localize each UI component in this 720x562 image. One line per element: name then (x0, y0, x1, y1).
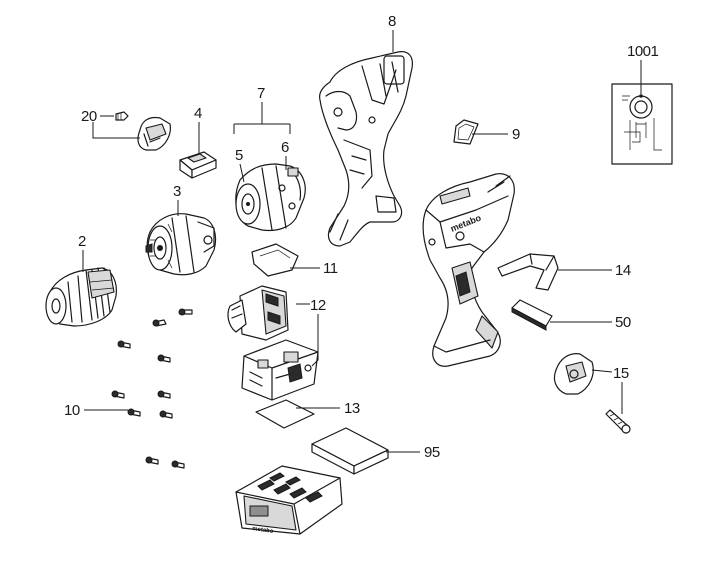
screw (157, 354, 171, 363)
battery-pack: metabo (235, 465, 343, 535)
part-12-trigger-switch (227, 285, 289, 341)
housing-right-half: metabo (422, 173, 515, 367)
screw (127, 408, 141, 417)
part-3-gearbox (145, 213, 217, 276)
callout-10: 10 (64, 402, 80, 419)
part-5-6-motor (235, 163, 306, 232)
callout-7: 7 (257, 85, 265, 102)
callout-4: 4 (194, 105, 202, 122)
part-12-electronics-board (241, 339, 319, 401)
callout-13: 13 (344, 400, 360, 417)
part-2-chuck (45, 267, 117, 327)
callout-14: 14 (615, 262, 631, 279)
screw (171, 460, 185, 469)
part-13-film (255, 399, 315, 429)
screw (145, 456, 159, 465)
battery-brand-text: metabo (252, 526, 274, 535)
screw (178, 308, 193, 316)
callout-5: 5 (235, 147, 243, 164)
part-11-plate (251, 243, 299, 277)
part-4-slider (179, 151, 217, 179)
part-9-pad (453, 119, 479, 145)
screw (152, 319, 167, 327)
part-50-strip (511, 299, 553, 331)
screw (159, 410, 173, 419)
callout-11: 11 (323, 260, 338, 277)
callout-3: 3 (173, 183, 181, 200)
callout-8: 8 (388, 13, 396, 30)
callout-15: 15 (613, 365, 629, 382)
callout-12: 12 (310, 297, 326, 314)
screw (111, 390, 125, 399)
leader-lines (82, 30, 643, 453)
part-95-adaptor-plate (311, 427, 389, 475)
callout-labels: 1001 8 9 20 4 7 5 6 3 2 11 14 12 50 15 1… (64, 13, 659, 461)
callout-1001: 1001 (627, 43, 659, 60)
callout-9: 9 (512, 126, 520, 143)
part-20-small-screw (115, 111, 129, 121)
callout-6: 6 (281, 139, 289, 156)
part-10-screw-set (111, 308, 193, 469)
callout-20: 20 (81, 108, 97, 125)
part-20-direction-switch (137, 116, 171, 151)
part-15-screw (605, 409, 631, 434)
callout-50: 50 (615, 314, 631, 331)
part-8-housing-half (319, 51, 413, 247)
part-15-bit-holder (553, 353, 594, 395)
screw (117, 340, 131, 349)
screw (157, 390, 171, 399)
part-14-belt-clip (497, 253, 559, 291)
callout-2: 2 (78, 233, 86, 250)
callout-95: 95 (424, 444, 440, 461)
